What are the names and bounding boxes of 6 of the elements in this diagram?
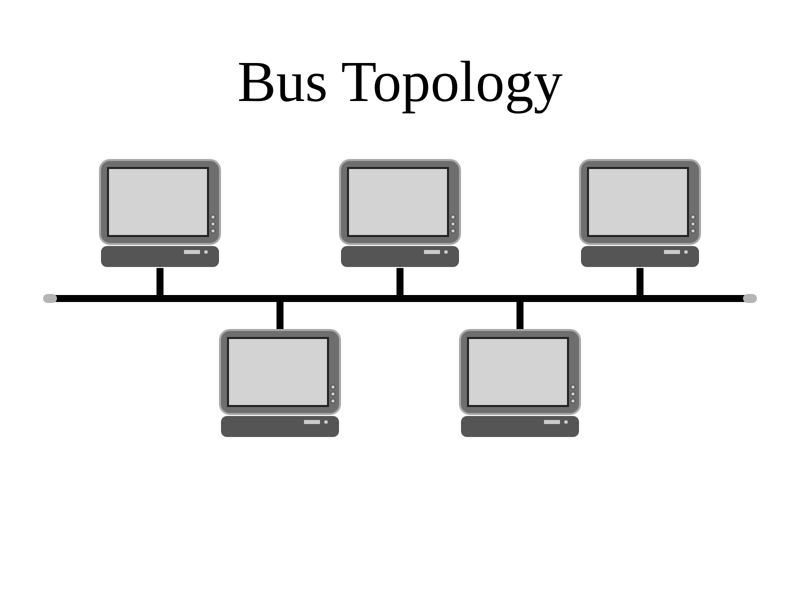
connector-line bbox=[636, 268, 644, 295]
connector-line bbox=[276, 302, 284, 330]
title: Bus Topology bbox=[237, 48, 563, 115]
connector-line bbox=[156, 268, 164, 295]
connector-line bbox=[396, 268, 404, 295]
connector-line bbox=[516, 302, 524, 330]
